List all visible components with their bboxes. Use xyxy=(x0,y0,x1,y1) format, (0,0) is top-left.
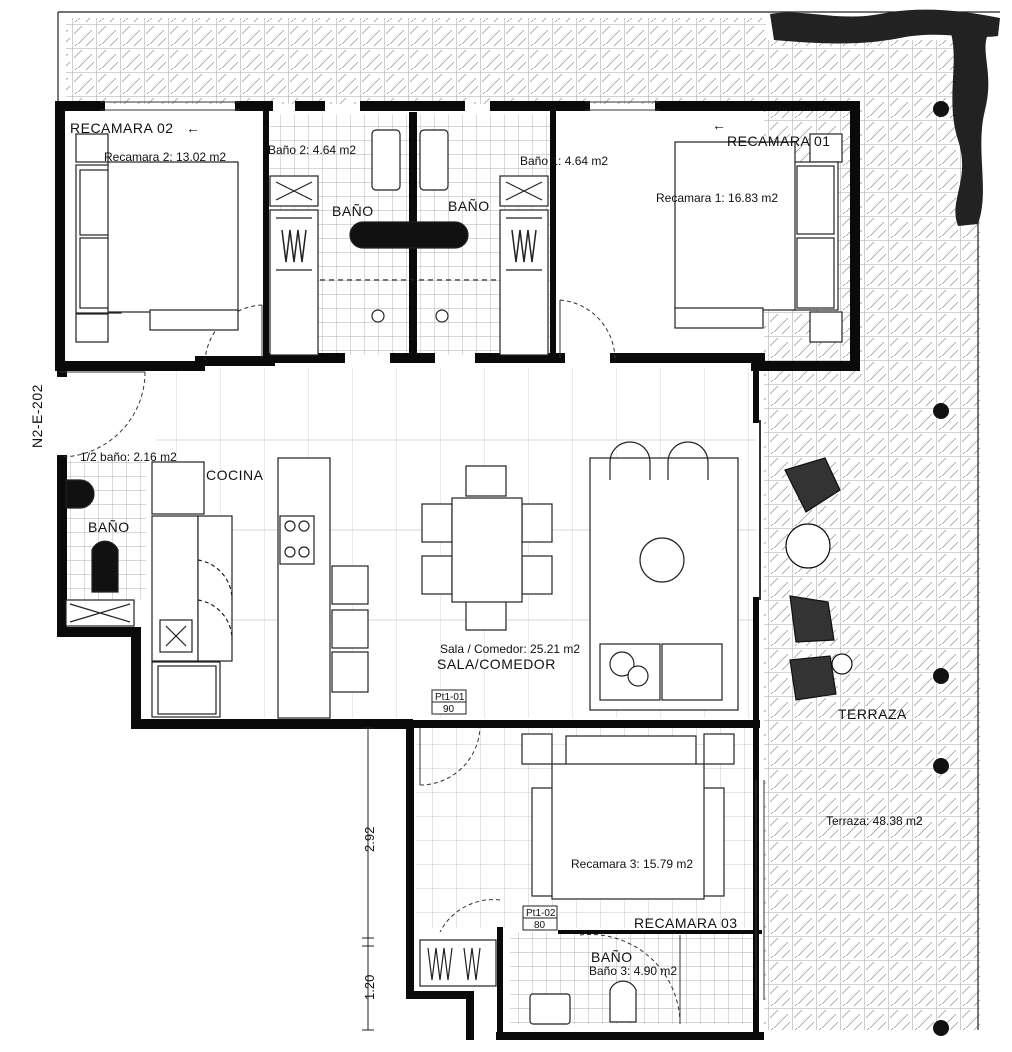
bed-recamara-01 xyxy=(674,133,843,343)
bath-fixtures-top xyxy=(269,129,549,356)
bed-recamara-03 xyxy=(419,733,735,987)
recamara-02-area: Recamara 2: 13.02 m2 xyxy=(104,150,226,164)
terraza-area: Terraza: 48.38 m2 xyxy=(826,814,923,828)
door-tag-1: Pt1-01 90 xyxy=(431,689,467,715)
half-bath-fixtures xyxy=(65,479,135,627)
living-set xyxy=(589,441,739,711)
dimension-2-92: 2.92 xyxy=(362,827,377,852)
sala-area: Sala / Comedor: 25.21 m2 xyxy=(440,642,580,656)
recamara-03-area: Recamara 3: 15.79 m2 xyxy=(571,857,693,871)
top-terrace-strip xyxy=(57,11,1000,104)
planter-hedge xyxy=(770,9,1000,226)
door-tag-2-code: Pt1-02 xyxy=(526,908,556,919)
terrace-posts xyxy=(933,101,949,1036)
bath3-fixtures xyxy=(529,980,637,1025)
walls xyxy=(55,101,860,1040)
recamara-01-title: RECAMARA 01 xyxy=(727,133,831,149)
recamara-01-arrow: ← xyxy=(712,117,727,133)
medio-bano-title: BAÑO xyxy=(88,519,130,535)
door-tag-2-width: 80 xyxy=(534,920,546,931)
dimension-line xyxy=(362,727,374,1031)
sala-title: SALA/COMEDOR xyxy=(437,656,556,672)
door-tag-2: Pt1-02 80 xyxy=(522,905,558,931)
labels: RECAMARA 02 ← Recamara 2: 13.02 m2 Baño … xyxy=(29,117,923,1000)
dining-set xyxy=(421,465,553,631)
unit-code: N2-E-202 xyxy=(29,384,45,448)
bano-2-title: BAÑO xyxy=(332,203,374,219)
terrace-furniture xyxy=(784,457,853,701)
recamara-03-title: RECAMARA 03 xyxy=(634,915,738,931)
recamara-02-title: RECAMARA 02 xyxy=(70,120,174,136)
recamara-01-area: Recamara 1: 16.83 m2 xyxy=(656,191,778,205)
bano-1-title: BAÑO xyxy=(448,198,490,214)
recamara-02-arrow: ← xyxy=(186,120,201,136)
kitchen-furniture xyxy=(151,457,369,719)
bano-3-title: BAÑO xyxy=(591,949,633,965)
cocina-title: COCINA xyxy=(206,467,264,483)
bano-1-area: Baño 1: 4.64 m2 xyxy=(520,154,608,168)
dimension-1-20: 1.20 xyxy=(362,975,377,1000)
bed-recamara-02 xyxy=(75,133,239,343)
terraza-title: TERRAZA xyxy=(838,706,907,722)
door-tag-1-code: Pt1-01 xyxy=(435,692,465,703)
medio-bano-area: 1/2 baño: 2.16 m2 xyxy=(80,450,177,464)
bano-2-area: Baño 2: 4.64 m2 xyxy=(268,143,356,157)
bano-3-area: Baño 3: 4.90 m2 xyxy=(589,964,677,978)
door-tag-1-width: 90 xyxy=(443,704,455,715)
